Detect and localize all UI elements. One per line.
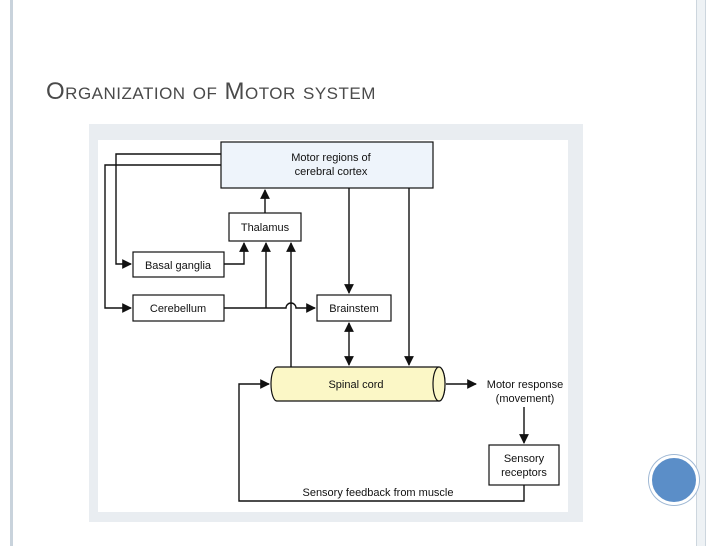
thalamus-label: Thalamus	[241, 222, 290, 234]
right-frame-bar	[696, 0, 706, 546]
slide-title: Organization of Motor system	[46, 78, 376, 105]
sensory-receptors-line2: receptors	[501, 467, 547, 479]
motor-response-line1: Motor response	[487, 379, 563, 391]
arrow-sensory-feedback-loop	[238, 379, 525, 502]
brainstem-label: Brainstem	[329, 303, 379, 315]
left-frame-bar	[10, 0, 13, 546]
accent-circle	[649, 455, 699, 505]
arrow-cortex-to-cerebellum	[104, 164, 221, 313]
spinal-cord-label: Spinal cord	[328, 379, 383, 391]
cerebellum-label: Cerebellum	[150, 303, 206, 315]
feedback-label: Sensory feedback from muscle	[302, 487, 453, 499]
motor-response-line2: (movement)	[496, 393, 555, 405]
spinal-cord-cylinder: Spinal cord	[270, 366, 446, 402]
motor-response-label: Motor response (movement)	[487, 379, 563, 405]
basal-ganglia-box: Basal ganglia	[132, 251, 225, 278]
cortex-box: Motor regions of cerebral cortex	[220, 141, 434, 189]
basal-ganglia-label: Basal ganglia	[145, 260, 212, 272]
arrow-basal-ganglia-to-thalamus	[224, 242, 249, 265]
sensory-receptors-line1: Sensory	[504, 453, 545, 465]
arrow-cortex-to-basal-ganglia	[115, 153, 221, 269]
cortex-label-line2: cerebral cortex	[295, 166, 368, 178]
thalamus-box: Thalamus	[228, 212, 302, 242]
cerebellum-box: Cerebellum	[132, 294, 225, 322]
brainstem-box: Brainstem	[316, 294, 392, 322]
cortex-label-line1: Motor regions of	[291, 152, 371, 164]
sensory-receptors-box: Sensory receptors	[488, 444, 560, 486]
